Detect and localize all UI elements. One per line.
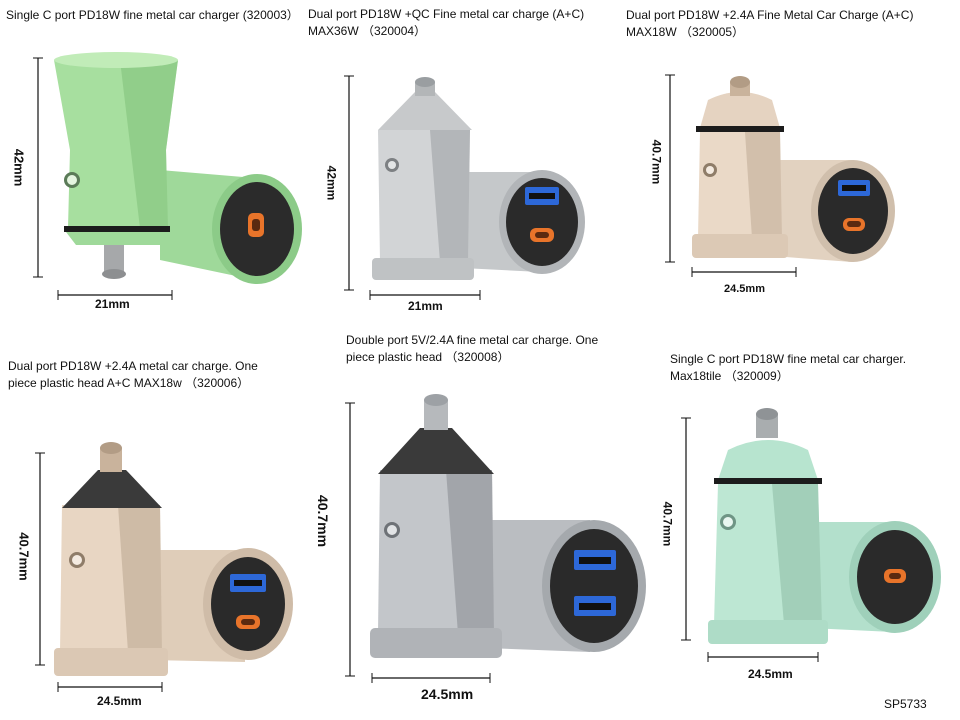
caption-line: Double port 5V/2.4A fine metal car charg…: [346, 333, 599, 347]
caption-320006: Dual port PD18W +2.4A metal car charge. …: [8, 358, 258, 392]
width-label: 24.5mm: [97, 694, 142, 708]
caption-line: piece plastic head （320008）: [346, 350, 510, 364]
caption-line: piece plastic head A+C MAX18w （320006）: [8, 376, 250, 390]
caption-320005: Dual port PD18W +2.4A Fine Metal Car Cha…: [626, 7, 913, 41]
width-label: 24.5mm: [724, 283, 765, 295]
caption-line: Max18tile （320009）: [670, 369, 789, 383]
caption-line: MAX36W （320004）: [308, 24, 427, 38]
width-label: 24.5mm: [748, 667, 793, 681]
width-label: 21mm: [95, 297, 130, 311]
caption-line: Dual port PD18W +2.4A Fine Metal Car Cha…: [626, 8, 914, 22]
height-label: 40.7mm: [660, 501, 675, 547]
caption-320003: Single C port PD18W fine metal car charg…: [6, 8, 299, 22]
caption-line: Dual port PD18W +QC Fine metal car charg…: [308, 7, 585, 21]
caption-320009: Single C port PD18W fine metal car charg…: [670, 351, 906, 385]
caption-320004: Dual port PD18W +QC Fine metal car charg…: [308, 6, 584, 40]
caption-line: Dual port PD18W +2.4A metal car charge. …: [8, 359, 258, 373]
caption-line: Single C port PD18W fine metal car charg…: [670, 352, 907, 366]
width-label: 21mm: [408, 299, 443, 313]
width-label: 24.5mm: [421, 686, 474, 702]
caption-line: MAX18W （320005）: [626, 25, 745, 39]
footer-code: SP5733: [884, 697, 927, 711]
caption-320008: Double port 5V/2.4A fine metal car charg…: [346, 332, 598, 366]
